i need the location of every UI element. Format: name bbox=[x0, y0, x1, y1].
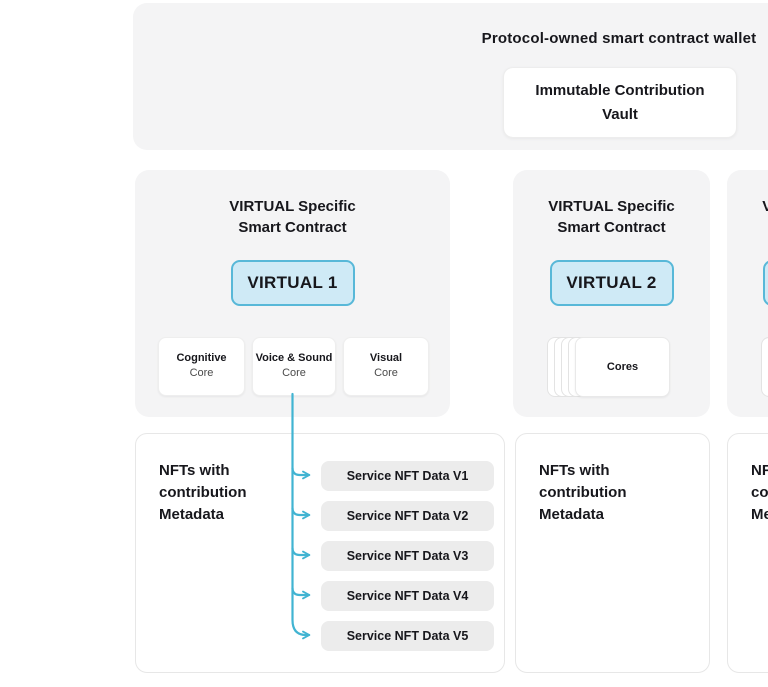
virtual2-contract-panel: VIRTUAL Specific Smart Contract VIRTUAL … bbox=[513, 170, 710, 417]
service-nft-pill: Service NFT Data V1 bbox=[321, 461, 494, 491]
nft-panel-label: NFTs with contribution Metadata bbox=[751, 462, 768, 523]
immutable-contribution-vault-node: Immutable Contribution Vault bbox=[503, 67, 737, 138]
virtual1-panel-heading: VIRTUAL Specific Smart Contract bbox=[135, 196, 450, 238]
service-nft-pill: Service NFT Data V5 bbox=[321, 621, 494, 651]
virtual3-panel-heading: VIRTUAL Specific Smart Contract bbox=[727, 196, 768, 238]
band-title: Protocol-owned smart contract wallet bbox=[481, 30, 757, 47]
heading-line1: VIRTUAL Specific bbox=[548, 198, 675, 215]
core-type: Core bbox=[282, 367, 306, 380]
core-name: Cognitive bbox=[176, 352, 227, 365]
core-name: Voice & Sound bbox=[255, 352, 333, 365]
service-nft-pill: Service NFT Data V2 bbox=[321, 501, 494, 531]
cognitive-core-node: Cognitive Core bbox=[158, 337, 245, 396]
virtual3-contract-panel: VIRTUAL Specific Smart Contract bbox=[727, 170, 768, 417]
protocol-wallet-band: Protocol-owned smart contract wallet Imm… bbox=[133, 3, 768, 150]
stack-card bbox=[761, 337, 768, 397]
heading-line2: Smart Contract bbox=[557, 219, 666, 236]
service-nft-pill: Service NFT Data V3 bbox=[321, 541, 494, 571]
cores-stack-node: Cores bbox=[547, 337, 670, 397]
nft-panel-label: NFTs with contribution Metadata bbox=[159, 462, 247, 523]
virtual1-token-node: VIRTUAL 1 bbox=[230, 260, 355, 306]
service-nft-pill: Service NFT Data V4 bbox=[321, 581, 494, 611]
virtual2-token-node: VIRTUAL 2 bbox=[549, 260, 674, 306]
core-type: Core bbox=[189, 367, 214, 380]
core-name: Visual bbox=[369, 352, 403, 365]
virtual2-nft-panel: NFTs with contribution Metadata bbox=[515, 433, 710, 673]
virtual2-panel-heading: VIRTUAL Specific Smart Contract bbox=[513, 196, 710, 238]
heading-line1: VIRTUAL Specific bbox=[762, 198, 768, 215]
nft-panel-label: NFTs with contribution Metadata bbox=[539, 462, 627, 523]
visual-core-node: Visual Core bbox=[343, 337, 429, 396]
heading-line1: VIRTUAL Specific bbox=[229, 198, 356, 215]
heading-line2: Smart Contract bbox=[238, 219, 347, 236]
virtual1-nft-panel: NFTs with contribution Metadata Service … bbox=[135, 433, 505, 673]
virtual3-token-node bbox=[762, 260, 768, 306]
cores-stack-node bbox=[761, 337, 768, 397]
heading-line2: Smart Contract bbox=[727, 217, 768, 238]
core-type: Core bbox=[374, 367, 398, 380]
virtual3-nft-panel: NFTs with contribution Metadata bbox=[727, 433, 768, 673]
voice-sound-core-node: Voice & Sound Core bbox=[252, 337, 336, 396]
virtual1-contract-panel: VIRTUAL Specific Smart Contract VIRTUAL … bbox=[135, 170, 450, 417]
vault-label: Immutable Contribution Vault bbox=[535, 82, 705, 123]
cores-stack-label: Cores bbox=[575, 337, 670, 397]
